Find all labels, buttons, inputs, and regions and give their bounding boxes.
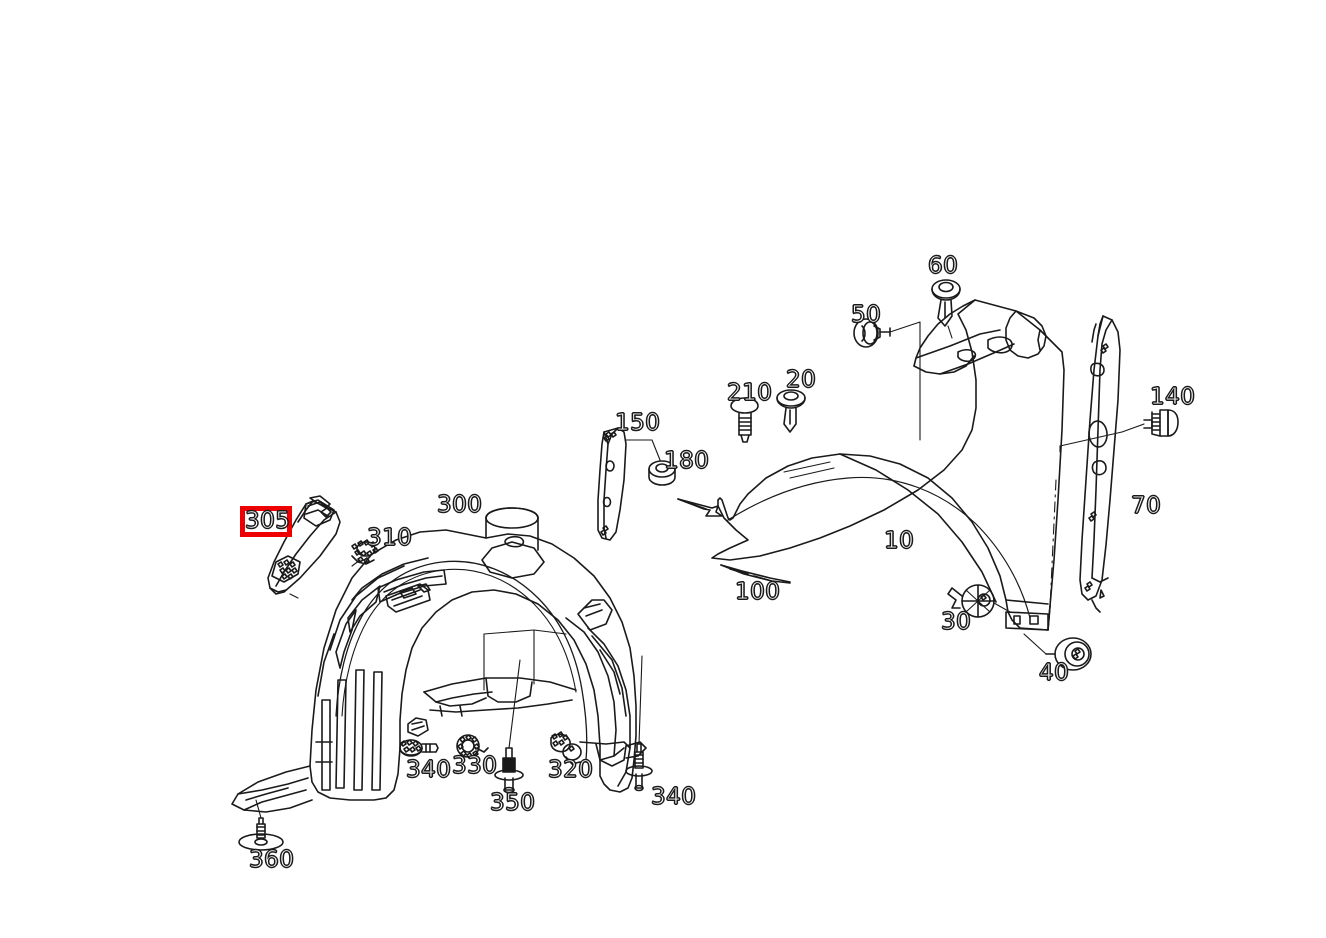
- fastener-40: [1045, 637, 1092, 671]
- part-mounting-bracket: [597, 427, 627, 541]
- callout-360: 360: [248, 847, 295, 873]
- callout-70: 70: [1130, 493, 1162, 519]
- callout-305: 305: [244, 507, 291, 534]
- callout-140: 140: [1149, 384, 1196, 410]
- callout-330: 330: [451, 753, 498, 779]
- callout-30: 30: [940, 609, 972, 635]
- callout-50: 50: [850, 302, 882, 328]
- fastener-310: [351, 539, 379, 565]
- callout-310: 310: [366, 525, 413, 551]
- highlight-box-305: [240, 506, 292, 537]
- fastener-330: [456, 734, 489, 759]
- direction-arrow: [677, 498, 723, 517]
- fastener-320: [550, 731, 582, 765]
- fastener-360: [238, 817, 284, 851]
- callout-210: 210: [726, 380, 773, 406]
- callout-320: 320: [547, 757, 594, 783]
- part-hex-nut: [648, 460, 676, 486]
- part-edge-seal: [720, 564, 791, 584]
- fastener-210: [730, 397, 759, 443]
- fastener-20: [776, 389, 806, 433]
- callout-350: 350: [489, 790, 536, 816]
- callout-10: 10: [883, 528, 915, 554]
- part-wheel-arch-liner: [231, 507, 647, 813]
- callout-40: 40: [1038, 660, 1070, 686]
- callout-150: 150: [614, 410, 661, 436]
- part-liner-trim-cover: [267, 495, 341, 595]
- callout-340-left: 340: [405, 757, 452, 783]
- fastener-340-left: [399, 739, 439, 757]
- callout-100: 100: [734, 579, 781, 605]
- fastener-30: [947, 584, 995, 618]
- part-fender-rail: [1079, 315, 1121, 613]
- fastener-140: [1143, 409, 1179, 437]
- fastener-50: [853, 318, 891, 348]
- callout-340-right: 340: [650, 784, 697, 810]
- callout-20: 20: [785, 367, 817, 393]
- fastener-60: [931, 279, 961, 327]
- callout-300: 300: [436, 492, 483, 518]
- callout-180: 180: [663, 448, 710, 474]
- part-fender-panel: [711, 299, 1065, 631]
- leader-lines: [289, 439, 1061, 599]
- callout-60: 60: [927, 253, 959, 279]
